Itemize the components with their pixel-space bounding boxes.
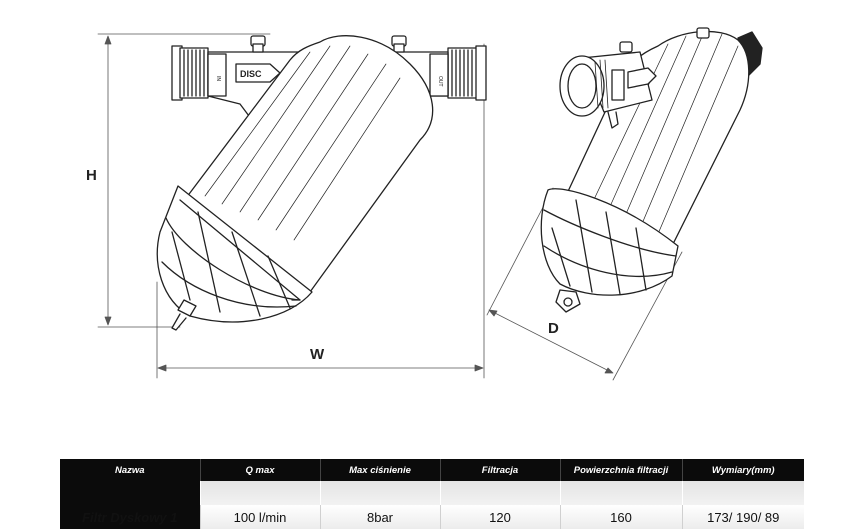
svg-text:IN: IN xyxy=(215,76,221,81)
header-dimensions: Wymiary(mm) xyxy=(681,459,804,481)
specification-table: Nazwa Q max Max ciśnienie Filtracja Powi… xyxy=(60,459,804,529)
outlet-thread xyxy=(447,45,487,101)
dimension-lines xyxy=(97,33,485,379)
cell-filtration-area: 160 xyxy=(559,505,682,529)
side-inlet-pipe xyxy=(559,51,653,117)
disc-label: DISC xyxy=(235,63,281,83)
cell-max-pressure: 8bar xyxy=(319,505,440,529)
header-filtration: Filtracja xyxy=(439,459,560,481)
header-q-max: Q max xyxy=(199,459,320,481)
bottom-cage xyxy=(156,185,313,331)
header-filtration-area: Powierzchnia filtracji xyxy=(559,459,682,481)
side-bottom-cage xyxy=(540,188,679,313)
header-name: Nazwa xyxy=(60,459,200,481)
header-max-pressure: Max ciśnienie xyxy=(319,459,440,481)
filter-technical-drawing: IN OUT DISC xyxy=(97,27,763,381)
height-dimension-label: H xyxy=(86,167,97,184)
cell-q-max: 100 l/min xyxy=(199,505,320,529)
table-spacer-row xyxy=(60,481,804,505)
cell-filtration: 120 xyxy=(439,505,560,529)
cell-dimensions: 173/ 190/ 89 xyxy=(681,505,804,529)
side-view xyxy=(486,27,763,381)
svg-text:OUT: OUT xyxy=(437,76,443,87)
inlet-thread xyxy=(171,45,209,101)
svg-text:DISC: DISC xyxy=(240,69,262,79)
table-header-row: Nazwa Q max Max ciśnienie Filtracja Powi… xyxy=(60,459,804,481)
table-row: Filtr Dyskowy 1 100 l/min 8bar 120 160 1… xyxy=(60,505,804,529)
cell-name: Filtr Dyskowy 1 xyxy=(60,505,200,529)
front-view: IN OUT DISC xyxy=(97,33,487,379)
depth-dimension-label: D xyxy=(548,320,559,337)
width-dimension-label: W xyxy=(310,346,325,363)
